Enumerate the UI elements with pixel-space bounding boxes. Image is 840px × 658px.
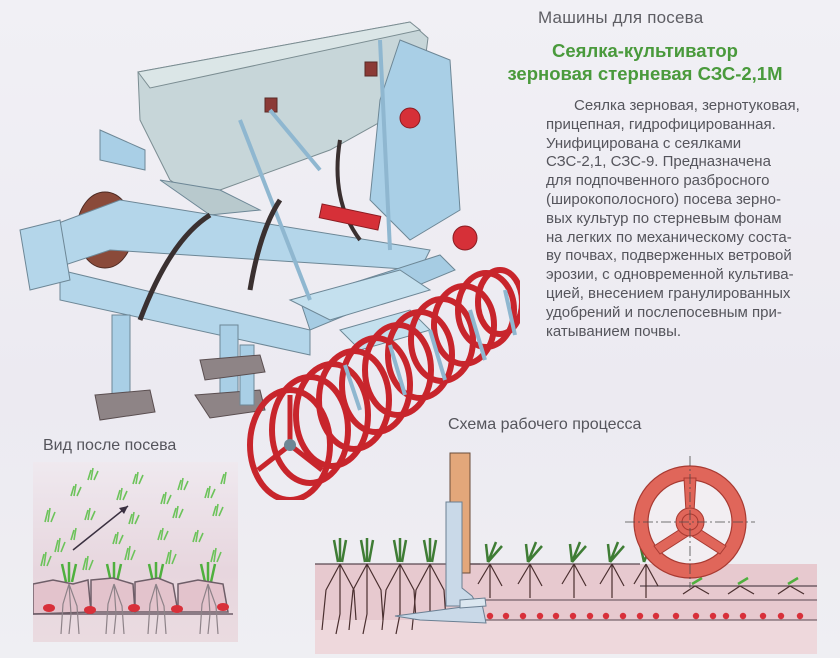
seeder-cultivator-illustration <box>19 21 520 500</box>
after-sowing-caption: Вид после посева <box>43 437 177 454</box>
after-sowing-illustration <box>33 462 238 642</box>
packer-wheel-icon <box>625 456 755 588</box>
description-line: для подпочвенного разбросного <box>546 172 770 190</box>
description-line: на легких по механическому соста- <box>546 228 792 246</box>
description-line: прицепная, гидрофицированная. <box>546 115 776 133</box>
description-line: Унифицирована с сеялками <box>546 134 742 152</box>
description-line: Сеялка зерновая, зернотуковая, <box>574 97 800 114</box>
description-line: вых культур по стерневым фонам <box>546 209 782 227</box>
section-title: Машины для посева <box>538 8 704 27</box>
page-title-line-2: зерновая стерневая СЗС-2,1М <box>507 63 783 84</box>
page-title: Сеялка-культиватор зерновая стерневая СЗ… <box>470 39 820 85</box>
description-line: ву почвах, подверженных ветровой <box>546 247 792 265</box>
work-process-diagram <box>315 452 817 654</box>
description-line: эрозии, с одновременной культива- <box>546 266 794 284</box>
description-line: СЗС-2,1, СЗС-9. Предназначена <box>546 153 771 171</box>
description-line: катыванием почвы. <box>546 322 682 340</box>
description-line: (широкополосного) посева зерно- <box>546 190 781 208</box>
page-title-line-1: Сеялка-культиватор <box>552 40 738 61</box>
work-process-caption: Схема рабочего процесса <box>448 416 642 433</box>
description-text: Сеялка зерновая, зернотуковая, прицепная… <box>546 97 836 341</box>
description-line: цией, внесением гранулированных <box>546 284 791 302</box>
description-line: удобрений и послепосевным при- <box>546 303 782 321</box>
